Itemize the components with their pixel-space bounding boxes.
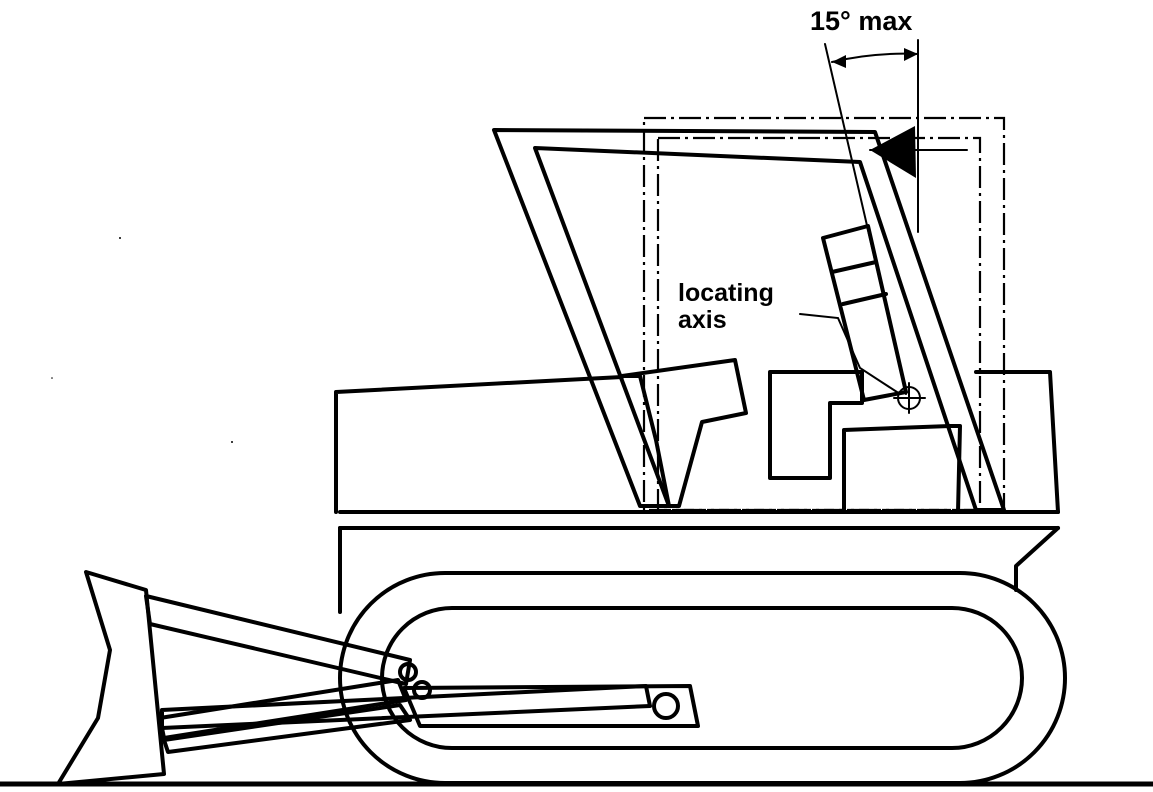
- locating-axis-marker: [893, 382, 926, 414]
- scan-specks: [51, 237, 233, 443]
- locating-axis-leader: [799, 313, 901, 395]
- viewpoint-triangle-icon: [870, 126, 916, 178]
- locating-axis-label-line2: axis: [678, 306, 727, 334]
- push-arms: [144, 594, 700, 754]
- operator-seat: [768, 224, 962, 514]
- machine-body: [334, 370, 1060, 614]
- locating-axis-label-line1: locating: [678, 279, 774, 307]
- angle-label: 15° max: [810, 6, 912, 36]
- cab-frame: [492, 128, 1006, 512]
- pivot-pins: [398, 662, 680, 720]
- angle-construction: [824, 39, 919, 395]
- track-assembly: [338, 571, 1067, 785]
- control-console: [620, 358, 748, 508]
- dozer-blade: [56, 570, 166, 786]
